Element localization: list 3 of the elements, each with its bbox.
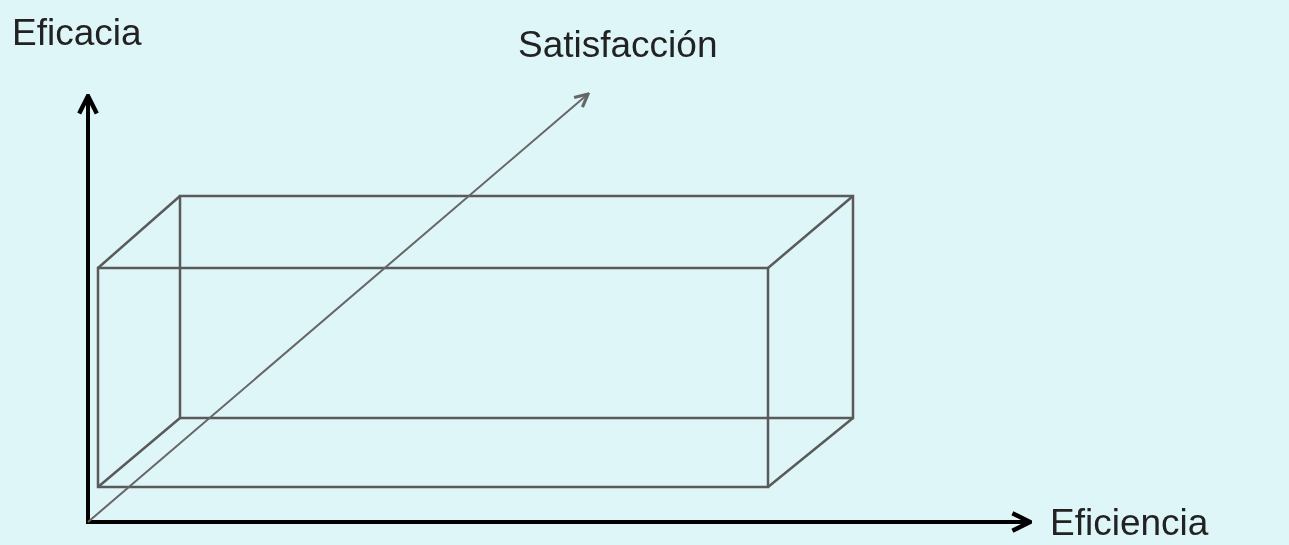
axis-label: Eficacia xyxy=(12,14,142,51)
axis-label: Satisfacción xyxy=(518,26,718,63)
axis-label: Eficiencia xyxy=(1050,504,1209,541)
